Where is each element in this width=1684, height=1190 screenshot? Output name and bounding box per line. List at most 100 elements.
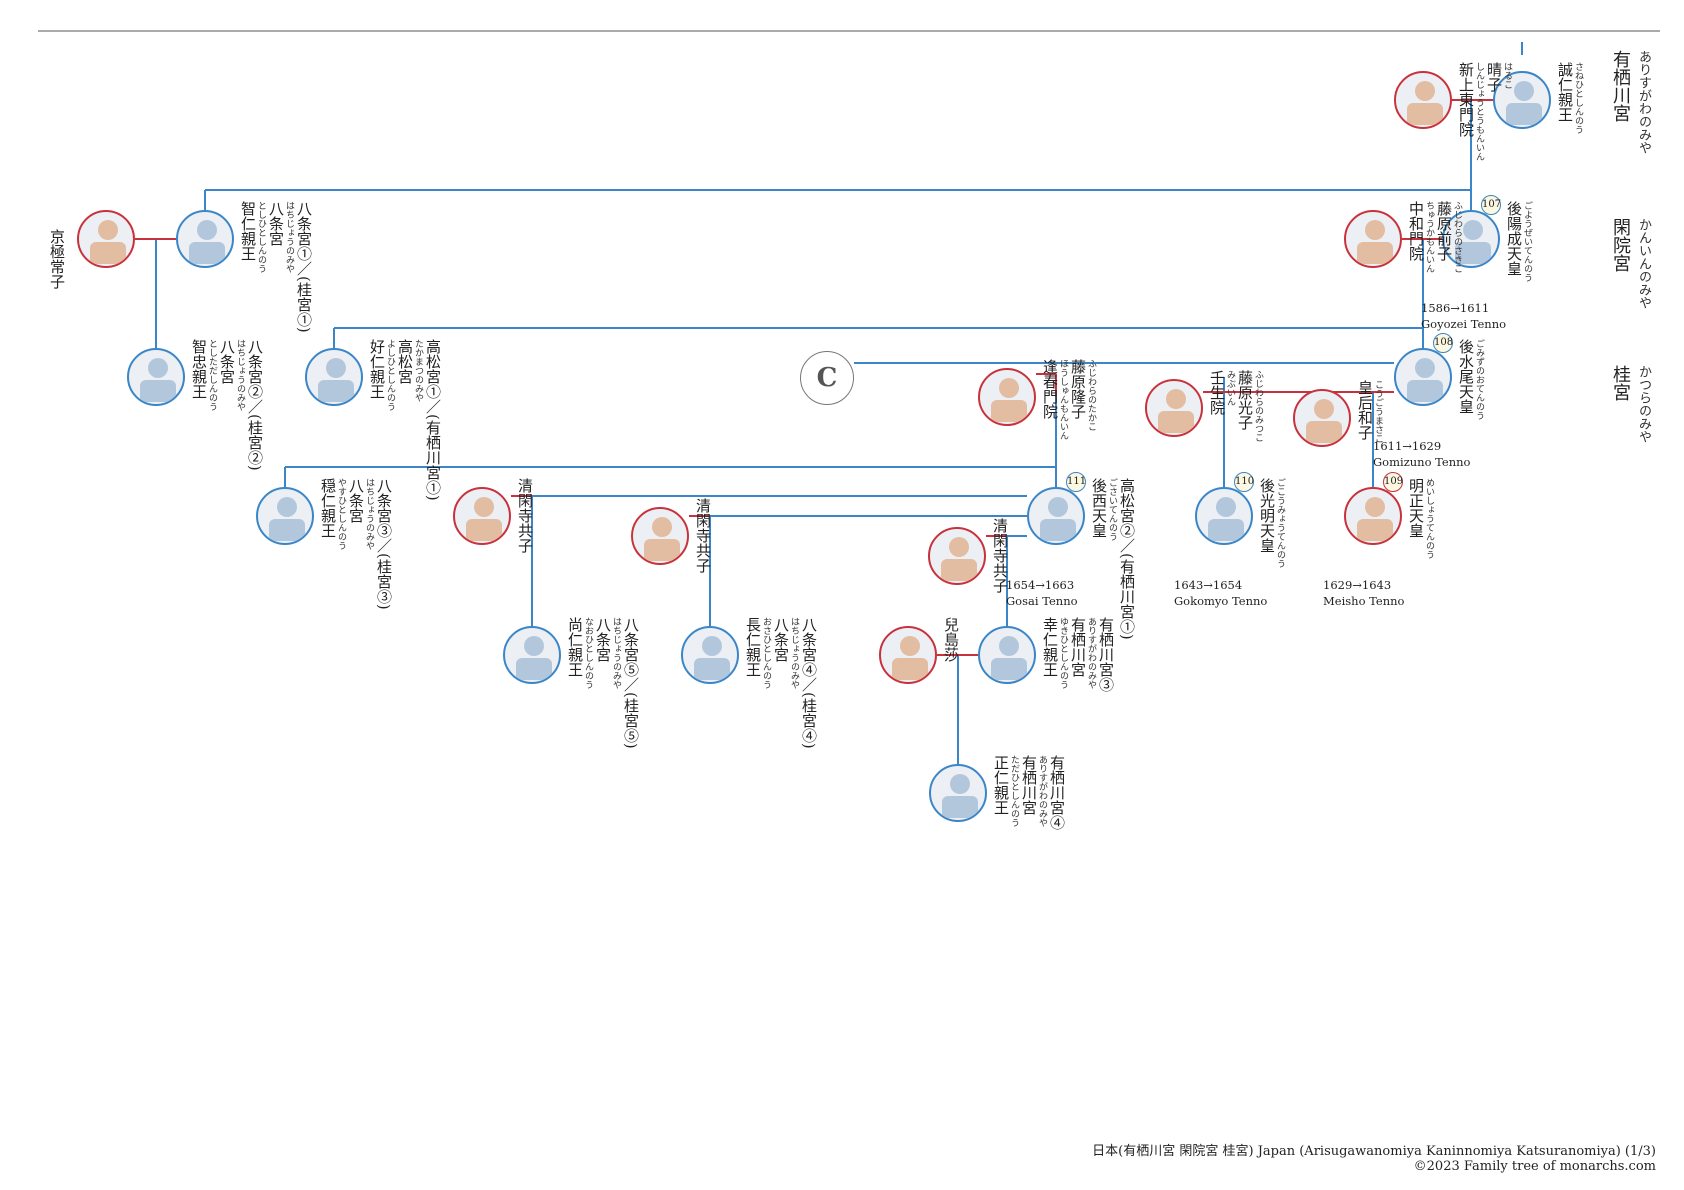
person-icon-body: [892, 658, 928, 680]
person-name: 幸仁親王: [1041, 617, 1059, 677]
reign-years: 1586→1611: [1421, 301, 1490, 315]
person-icon-body: [189, 242, 225, 264]
person-icon-body: [1158, 411, 1194, 433]
person-name: 清閑寺共子: [991, 518, 1009, 593]
person-avatar-p10[interactable]: [978, 368, 1036, 426]
house-name-katsura: 桂宮: [1610, 365, 1631, 401]
person-icon-body: [942, 796, 978, 818]
person-avatar-p18[interactable]: [631, 507, 689, 565]
person-avatar-p15[interactable]: [1027, 487, 1085, 545]
person-icon: [1365, 497, 1385, 517]
house-reading-kanin: かんいんのみや: [1636, 218, 1651, 309]
person-icon: [524, 636, 544, 656]
person-avatar-p3[interactable]: [1442, 210, 1500, 268]
person-avatar-p21[interactable]: [681, 626, 739, 684]
person-alt-name-reading: ふじわらのみつこ: [1253, 370, 1263, 442]
person-house-title: 八条宮④／(桂宮④): [800, 617, 818, 749]
person-avatar-p7[interactable]: [127, 348, 185, 406]
person-name: 逢春門院: [1041, 359, 1059, 419]
person-avatar-p12[interactable]: [1293, 389, 1351, 447]
person-name-reading: ごみずのおてんのう: [1474, 339, 1484, 420]
person-name-reading: ごさいてんのう: [1107, 478, 1117, 541]
footer-copyright: ©2023 Family tree of monarchs.com: [1413, 1159, 1656, 1174]
house-name-arisugawa: 有栖川宮: [1610, 50, 1631, 122]
person-icon-body: [991, 400, 1027, 422]
person-name: 清閑寺共子: [694, 498, 712, 573]
person-name-reading: さねひとしんのう: [1573, 62, 1583, 134]
person-alt-name: 高松宮: [396, 339, 414, 384]
person-alt-name: 藤原隆子: [1069, 359, 1087, 419]
person-avatar-p9[interactable]: [1394, 348, 1452, 406]
person-avatar-p16[interactable]: [1195, 487, 1253, 545]
person-avatar-p13[interactable]: [256, 487, 314, 545]
person-alt-name: 八条宮: [347, 478, 365, 523]
person-icon: [900, 636, 920, 656]
person-avatar-p4[interactable]: [1344, 210, 1402, 268]
person-name: 穏仁親王: [319, 478, 337, 538]
person-avatar-p8[interactable]: [305, 348, 363, 406]
person-icon: [702, 636, 722, 656]
person-icon: [1048, 497, 1068, 517]
person-name-reading: ちゅうかもんいん: [1424, 201, 1434, 273]
person-name: 後光明天皇: [1258, 478, 1276, 553]
person-icon-body: [1306, 421, 1342, 443]
person-alt-name-reading: ふじわらのさきこ: [1452, 201, 1462, 273]
person-avatar-p20[interactable]: [503, 626, 561, 684]
romanized-name: Gomizuno Tenno: [1373, 455, 1471, 469]
person-icon: [197, 220, 217, 240]
reign-number-badge: 108: [1433, 333, 1453, 353]
person-avatar-p22[interactable]: [879, 626, 937, 684]
person-name-reading: めいしょうてんのう: [1424, 478, 1434, 559]
person-icon-body: [1357, 519, 1393, 541]
person-avatar-p1[interactable]: [1493, 71, 1551, 129]
person-name-reading: ただひとしんのう: [1009, 755, 1019, 827]
person-icon-body: [516, 658, 552, 680]
person-icon-body: [1407, 380, 1443, 402]
person-alt-name: 八条宮: [218, 339, 236, 384]
person-house-title: 有栖川宮③: [1097, 617, 1115, 692]
person-name-reading: しんじょうとうもんいん: [1474, 62, 1484, 161]
person-name: 長仁親王: [744, 617, 762, 677]
person-icon: [950, 774, 970, 794]
person-avatar-p19[interactable]: [928, 527, 986, 585]
person-avatar-p17[interactable]: [1344, 487, 1402, 545]
person-alt-name: 八条宮: [594, 617, 612, 662]
footer-title: 日本(有栖川宮 閑院宮 桂宮) Japan (Arisugawanomiya K…: [1092, 1144, 1656, 1159]
person-icon-body: [1455, 242, 1491, 264]
person-icon: [1415, 81, 1435, 101]
person-icon: [1415, 358, 1435, 378]
person-avatar-p5[interactable]: [77, 210, 135, 268]
person-icon-body: [1407, 103, 1443, 125]
house-name-kanin: 閑院宮: [1610, 218, 1631, 272]
person-icon-body: [991, 658, 1027, 680]
person-avatar-p6[interactable]: [176, 210, 234, 268]
person-icon: [1365, 220, 1385, 240]
house-reading-katsura: かつらのみや: [1636, 365, 1651, 443]
person-name: 後水尾天皇: [1457, 339, 1475, 414]
person-avatar-p24[interactable]: [929, 764, 987, 822]
reign-years: 1643→1654: [1174, 578, 1243, 592]
person-house-title: 高松宮②／(有栖川宮①): [1118, 478, 1136, 640]
person-icon-body: [90, 242, 126, 264]
person-name: 中和門院: [1407, 201, 1425, 261]
person-icon: [652, 517, 672, 537]
person-name-reading: おさひとしんのう: [761, 617, 771, 689]
person-icon-body: [466, 519, 502, 541]
person-avatar-p23[interactable]: [978, 626, 1036, 684]
person-alt-name-reading: ふじわらのたかこ: [1086, 359, 1096, 431]
person-icon: [1514, 81, 1534, 101]
person-name: 智仁親王: [239, 201, 257, 261]
person-alt-name-reading: はるこ: [1502, 62, 1512, 89]
person-avatar-p2[interactable]: [1394, 71, 1452, 129]
person-icon: [326, 358, 346, 378]
reign-years: 1654→1663: [1006, 578, 1075, 592]
person-alt-name: 八条宮: [772, 617, 790, 662]
person-icon-body: [1506, 103, 1542, 125]
person-avatar-p11[interactable]: [1145, 379, 1203, 437]
reign-years: 1629→1643: [1323, 578, 1392, 592]
person-name-reading: なおひとしんのう: [583, 617, 593, 689]
person-icon-body: [941, 559, 977, 581]
continuation-marker-c[interactable]: C: [800, 351, 854, 405]
person-house-title: 高松宮①／(有栖川宮①): [424, 339, 442, 501]
person-avatar-p14[interactable]: [453, 487, 511, 545]
